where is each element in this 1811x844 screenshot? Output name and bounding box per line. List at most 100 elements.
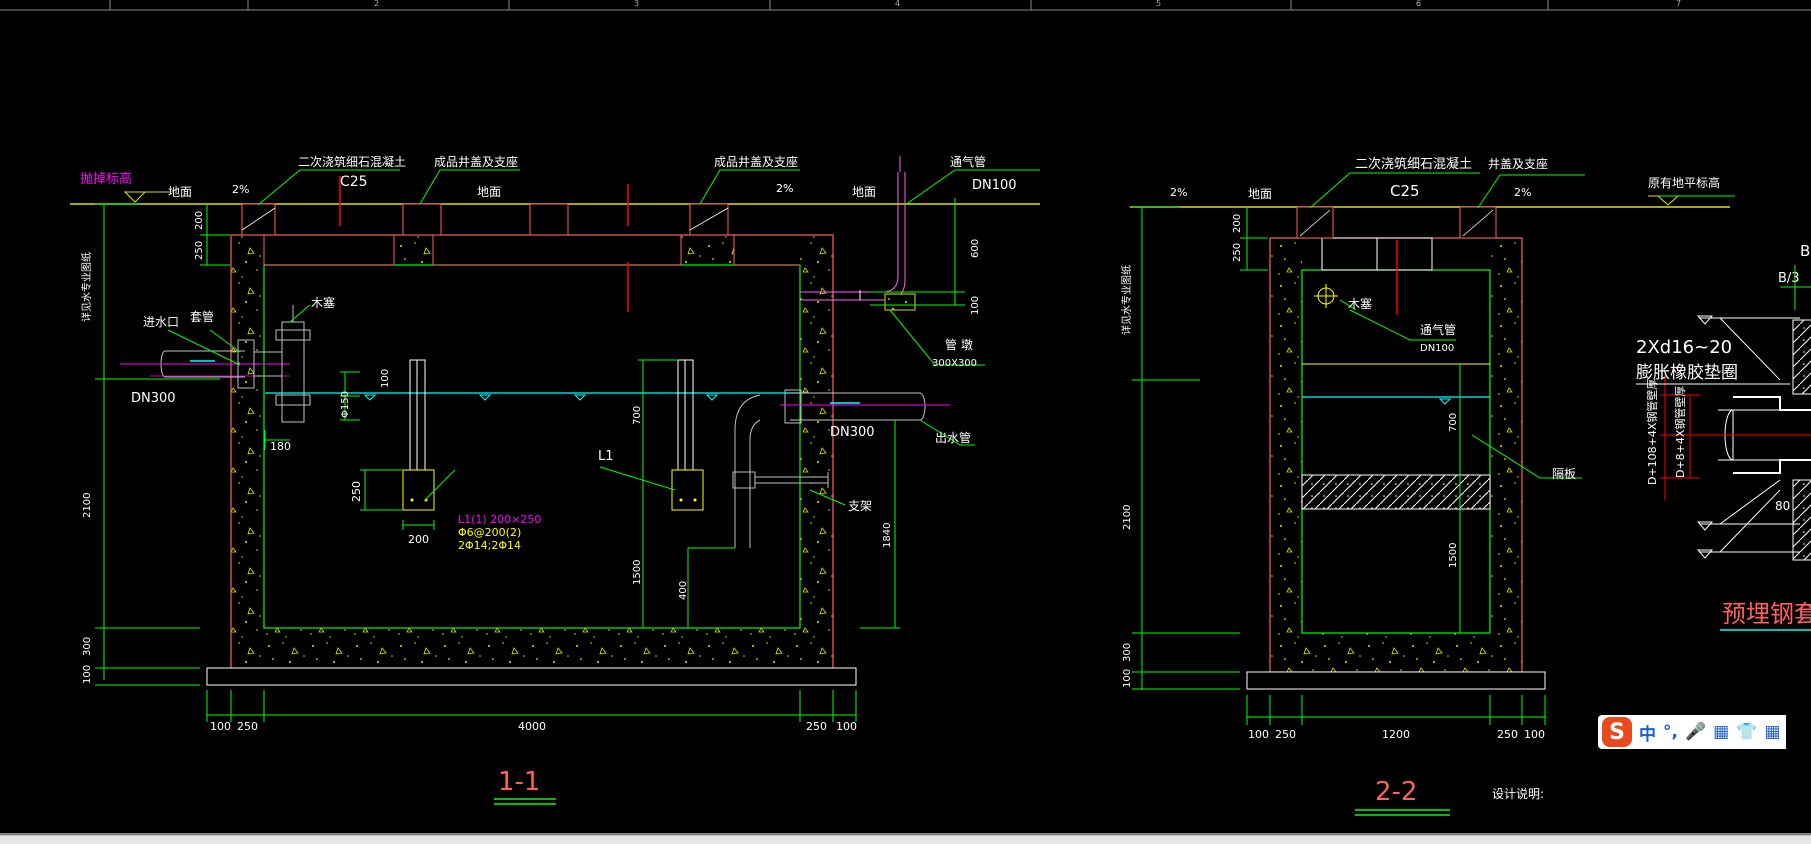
cap-label: 木塞: [311, 295, 335, 310]
partition-hatch: [1301, 474, 1491, 510]
vent-size: DN100: [972, 178, 1017, 193]
ground-label: 地面: [1248, 187, 1272, 201]
dim-label: 180: [270, 440, 291, 453]
pipe-pier-label: 管 墩: [945, 337, 973, 352]
beam-spec: Φ6@200(2): [458, 526, 521, 539]
beam-spec: 2Φ14;2Φ14: [458, 539, 521, 552]
beam-l1: [402, 469, 435, 511]
ime-keyboard-icon[interactable]: ▦: [1713, 722, 1730, 742]
ime-skin-icon[interactable]: 👕: [1736, 722, 1758, 742]
ruler-label: 4: [895, 0, 900, 8]
support-label: 支架: [848, 499, 872, 513]
dim-label: 250: [1497, 728, 1518, 741]
ruler-label: 3: [634, 0, 639, 8]
dim-label: 100: [82, 665, 93, 684]
outlet-pipe: [732, 389, 950, 548]
dim-label: 250: [237, 720, 258, 733]
dim-label: 250: [1232, 243, 1243, 262]
top-ruler: 2 3 4 5 6 7: [0, 0, 1811, 11]
pipe-pier-size: 300X300: [932, 358, 977, 369]
ground-label: 地面: [477, 185, 501, 199]
concrete-grade: C25: [340, 174, 368, 190]
dim-label: 200: [1232, 214, 1243, 233]
slope-label: 2%: [776, 182, 793, 195]
dim-label: 4000: [518, 720, 546, 733]
dim-label: 80: [1775, 499, 1790, 513]
ground-label: 地面: [852, 185, 876, 199]
concrete-grade: C25: [1390, 182, 1420, 200]
tank-outer-wall: [1269, 237, 1523, 673]
concrete-label: 二次浇筑细石混凝土: [1355, 156, 1472, 172]
tank-inner-wall: [263, 264, 801, 629]
dim-label: 100: [210, 720, 231, 733]
detail-label-b: B: [1800, 242, 1810, 260]
pipe-sleeve-label: 套管: [190, 309, 214, 324]
dim-label: 250: [350, 481, 363, 502]
base-slab: [1246, 671, 1546, 690]
dim-label: D+8+4X钢管壁厚: [1673, 386, 1687, 478]
dim-label: 700: [1448, 413, 1459, 432]
dim-label: 100: [1524, 728, 1545, 741]
dim-label: 400: [678, 581, 689, 600]
base-slab: [206, 667, 857, 686]
tank-inner-wall: [1301, 269, 1491, 634]
dimensions-left: [95, 198, 965, 722]
beam-l1: [671, 469, 704, 511]
cover-label: 井盖及支座: [1488, 156, 1548, 171]
axis-note: 详见水专业图纸: [1120, 265, 1133, 335]
dim-label: 200: [408, 533, 429, 546]
leader-lines: [167, 169, 1040, 506]
section-title: 1-1: [498, 767, 540, 797]
slope-label: 2%: [1170, 186, 1187, 199]
dim-label: 100: [1122, 669, 1133, 688]
dimensions-section2: [1132, 172, 1735, 725]
ime-toolbar[interactable]: S 中 °, 🎤 ▦ 👕 ▦: [1598, 715, 1787, 749]
dim-label: 600: [970, 239, 981, 258]
dim-label: 250: [194, 241, 205, 260]
level-label: 原有地平标高: [1648, 175, 1720, 190]
ime-microphone-icon[interactable]: 🎤: [1684, 722, 1707, 742]
manhole-neck: [241, 203, 276, 236]
inlet-label: 进水口: [143, 315, 179, 329]
dim-label: 100: [836, 720, 857, 733]
dim-label: 100: [1248, 728, 1269, 741]
manhole-neck: [402, 203, 442, 236]
slope-label: 2%: [232, 183, 249, 196]
dim-label: D+108+4X钢管壁厚: [1645, 379, 1659, 485]
dim-label: Φ150: [340, 391, 351, 418]
axis-note: 详见水专业图纸: [80, 252, 93, 322]
section-2-2: 2% 地面 二次浇筑细石混凝土 C25 井盖及支座 2% 原有地平标高 木塞 通…: [1120, 156, 1735, 816]
level-marker-icon: [123, 191, 147, 203]
partition-label: 隔板: [1552, 467, 1576, 481]
dim-label: 1200: [1382, 728, 1410, 741]
cap-label: 木塞: [1348, 296, 1372, 311]
ime-chinese-mode[interactable]: 中: [1639, 724, 1656, 745]
detail-label-b3: B/3: [1778, 271, 1800, 286]
section-title: 2-2: [1375, 777, 1417, 807]
dim-label: 100: [380, 369, 391, 388]
vent-size: DN100: [1420, 343, 1454, 354]
dim-label: 250: [806, 720, 827, 733]
slope-label: 2%: [1514, 186, 1531, 199]
manhole-neck: [689, 203, 729, 236]
sleeve-detail: B B/3 2Xd16~20 膨胀橡胶垫圈 D+108+4X钢管壁厚 D+8+4…: [1636, 242, 1811, 631]
cover-label: 成品井盖及支座: [714, 154, 798, 169]
dim-label: 300: [1122, 643, 1133, 662]
ime-punctuation-icon[interactable]: °,: [1663, 722, 1678, 742]
dim-label: 1500: [1448, 543, 1459, 568]
dim-label: 700: [632, 406, 643, 425]
anchor-label: 2Xd16~20: [1636, 337, 1732, 358]
vent-label: 通气管: [1420, 322, 1456, 337]
pipe-size-label: DN300: [131, 391, 176, 406]
ime-toolbox-icon[interactable]: ▦: [1764, 722, 1781, 742]
ring-label: 膨胀橡胶垫圈: [1636, 363, 1738, 383]
pipe-size-label: DN300: [830, 425, 875, 440]
ruler-label: 6: [1416, 0, 1421, 8]
section-1-1: 抛掉标高 地面 2% 二次浇筑细石混凝土 C25 成品井盖及支座 地面 成品井盖…: [70, 154, 1040, 805]
level-marker-icon: [1656, 195, 1680, 206]
dim-label: 2100: [82, 493, 93, 518]
sogou-logo-icon[interactable]: S: [1602, 717, 1632, 747]
dim-label: 1840: [882, 523, 893, 548]
manhole-neck: [529, 203, 569, 236]
